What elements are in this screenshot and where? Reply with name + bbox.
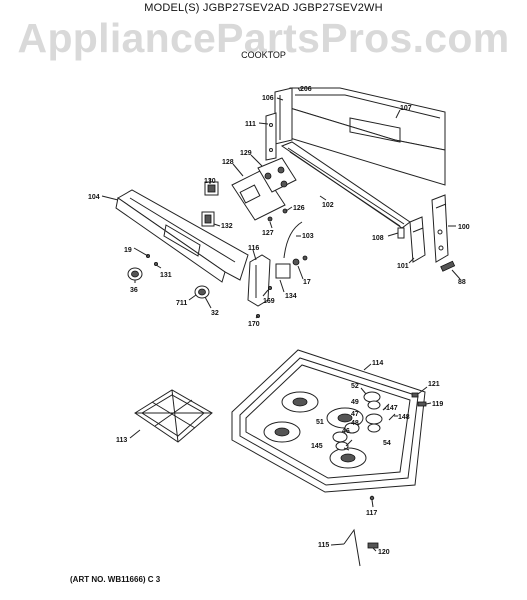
label-108: 108 <box>372 235 384 242</box>
burner-rear-left <box>281 391 319 413</box>
control-panel-104 <box>115 189 249 283</box>
label-107: 107 <box>400 105 412 112</box>
label-51: 51 <box>316 419 324 426</box>
label-102: 102 <box>322 202 334 209</box>
watermark: AppliancePartsPros.com <box>17 15 510 61</box>
backsplash-107 <box>289 87 446 186</box>
label-19: 19 <box>124 247 132 254</box>
vent-trim-106 <box>274 87 293 145</box>
burner-caps-52-49-47-46 <box>332 391 383 451</box>
grate-113 <box>134 389 213 443</box>
label-100: 100 <box>458 224 470 231</box>
label-111: 111 <box>245 121 256 128</box>
clip-120 <box>367 542 379 549</box>
label-128: 128 <box>222 159 234 166</box>
label-104: 104 <box>88 194 100 201</box>
igniter-134-17 <box>275 255 308 279</box>
label-134: 134 <box>285 293 297 300</box>
label-127: 127 <box>262 230 274 237</box>
side-bracket-100 <box>431 194 449 263</box>
label-169: 169 <box>263 298 275 305</box>
label-129: 129 <box>240 150 252 157</box>
switch-132 <box>201 211 215 227</box>
screws-19-131 <box>145 253 158 266</box>
label-120: 120 <box>378 549 390 556</box>
label-46: 46 <box>342 428 350 435</box>
burner-front-left <box>263 421 301 443</box>
cooktop-114 <box>231 349 426 493</box>
pin-88 <box>440 260 456 272</box>
label-145: 145 <box>311 443 323 450</box>
label-130: 130 <box>204 178 216 185</box>
model-title: MODEL(S) JGBP27SEV2AD JGBP27SEV2WH <box>144 2 383 14</box>
bracket-111 <box>265 112 277 161</box>
end-cap-116 <box>247 254 271 307</box>
label-121: 121 <box>428 381 440 388</box>
burner-front-right <box>329 447 367 469</box>
label-114: 114 <box>372 360 383 367</box>
label-47: 47 <box>351 411 359 418</box>
label-103: 103 <box>302 233 314 240</box>
label-116: 116 <box>248 245 259 252</box>
label-147: 147 <box>386 405 398 412</box>
label-106: 106 <box>262 95 274 102</box>
label-206: 206 <box>300 86 312 93</box>
knob-32-711 <box>194 285 210 299</box>
label-131: 131 <box>160 272 172 279</box>
label-148: 148 <box>398 414 410 421</box>
screw-127-126 <box>267 208 288 222</box>
label-119: 119 <box>432 401 443 408</box>
label-170: 170 <box>248 321 260 328</box>
label-117: 117 <box>366 510 377 517</box>
label-52: 52 <box>351 383 359 390</box>
label-126: 126 <box>293 205 305 212</box>
label-49: 49 <box>351 399 359 406</box>
label-32: 32 <box>211 310 219 317</box>
label-115: 115 <box>318 542 329 549</box>
label-88: 88 <box>458 279 466 286</box>
label-17: 17 <box>303 279 311 286</box>
screw-117 <box>369 495 375 501</box>
label-113: 113 <box>116 437 127 444</box>
label-132: 132 <box>221 223 233 230</box>
knob-36 <box>127 267 143 281</box>
art-number: (ART NO. WB11666) C 3 <box>70 575 161 584</box>
valve-129 <box>257 157 297 193</box>
bracket-101 <box>409 216 426 263</box>
knob-130 <box>204 181 219 196</box>
tube-103 <box>283 221 303 259</box>
switch-plate-128 <box>231 169 286 221</box>
label-48: 48 <box>351 420 359 427</box>
part-labels: 206 106 107 111 129 128 130 104 132 127 … <box>88 86 470 556</box>
label-54: 54 <box>383 440 391 447</box>
section-title: COOKTOP <box>241 50 286 60</box>
label-711: 711 <box>176 300 187 307</box>
clip-108 <box>397 227 405 239</box>
leader-lines <box>101 87 461 552</box>
label-36: 36 <box>130 287 138 294</box>
label-101: 101 <box>397 263 409 270</box>
tube-115 <box>343 528 361 567</box>
